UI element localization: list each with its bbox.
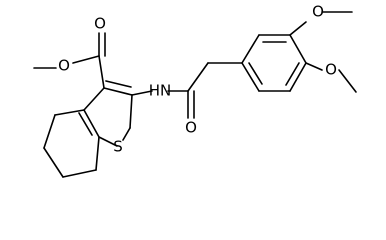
ester-carbonyl-oxygen-label: O <box>94 15 106 33</box>
bond <box>62 169 97 178</box>
bond <box>105 80 132 88</box>
amide-carbonyl-oxygen-label: O <box>185 119 197 137</box>
bond <box>95 136 100 171</box>
bond <box>43 114 56 149</box>
ester-ether-oxygen-label: O <box>58 57 70 75</box>
bond <box>54 109 85 116</box>
bond <box>338 69 357 93</box>
bond <box>131 90 153 96</box>
bond <box>98 55 105 89</box>
bond <box>72 55 100 64</box>
structure-canvas: O O HN O S O O <box>33 3 357 178</box>
bond <box>289 34 307 64</box>
amide-nh-label: HN <box>149 82 172 100</box>
bond <box>305 62 323 71</box>
methoxy-bottom-oxygen-label: O <box>325 61 337 79</box>
bond <box>83 87 105 111</box>
bond <box>289 21 307 36</box>
bond <box>241 34 260 64</box>
methoxy-top-oxygen-label: O <box>312 3 324 21</box>
bond <box>43 147 64 178</box>
bond <box>103 87 133 96</box>
bond <box>122 127 131 141</box>
bond <box>248 62 263 85</box>
bond <box>129 94 133 129</box>
bond <box>289 62 307 92</box>
atom-labels: O O HN O S O O <box>58 3 337 156</box>
bond <box>78 112 93 136</box>
bond <box>187 62 209 92</box>
bonds <box>33 11 357 178</box>
bond <box>241 62 260 92</box>
molecule-structure: O O HN O S O O <box>33 3 357 178</box>
bond <box>285 62 300 86</box>
bond <box>83 109 100 138</box>
bond <box>98 136 118 147</box>
thiophene-sulfur-label: S <box>113 138 123 156</box>
